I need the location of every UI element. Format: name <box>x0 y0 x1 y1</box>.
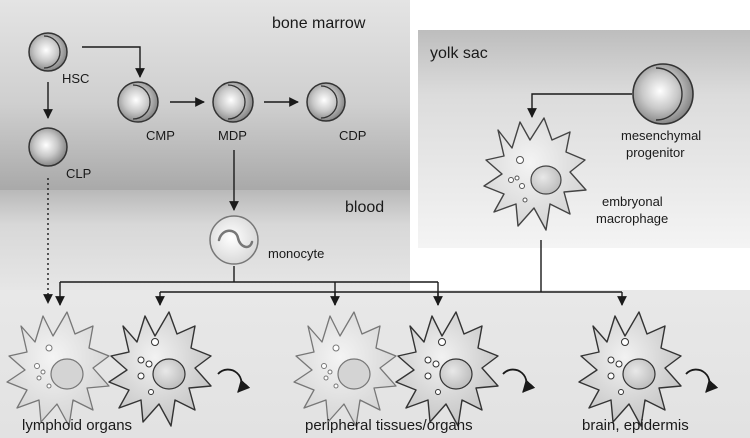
blood-label: blood <box>345 199 384 216</box>
blood-region <box>0 190 410 290</box>
mdp-cell <box>212 81 254 123</box>
self-renewal-arrow-brain <box>685 368 719 393</box>
monocyte-cell <box>209 215 259 265</box>
cmp-label: CMP <box>146 128 175 143</box>
arrow-mesenchymal-embryonal <box>527 93 632 118</box>
arrow-hsc-cmp <box>82 46 145 78</box>
self-renewal-arrow-lymphoid <box>217 368 251 393</box>
mdp-label: MDP <box>218 128 247 143</box>
lymphoid-organs-label: lymphoid organs <box>22 417 132 434</box>
embryonal-label-line1: embryonal <box>602 194 663 209</box>
yolk-sac-region <box>418 30 750 248</box>
peripheral-tissues-label: peripheral tissues/organs <box>305 417 473 434</box>
cmp-cell <box>117 81 159 123</box>
yolk-sac-label: yolk sac <box>430 45 488 62</box>
macrophage-lymphoid-dark <box>108 311 212 427</box>
cdp-cell <box>306 82 346 122</box>
mesenchymal-progenitor-cell <box>632 63 694 125</box>
clp-cell <box>28 127 68 167</box>
monocyte-label: monocyte <box>268 246 324 261</box>
self-renewal-arrow-peripheral <box>502 368 536 393</box>
cdp-label: CDP <box>339 128 366 143</box>
macrophage-lymphoid-light <box>6 311 110 427</box>
clp-label: CLP <box>66 166 91 181</box>
macrophage-peripheral-dark <box>395 311 499 427</box>
macrophage-peripheral-light <box>293 311 397 427</box>
mesenchymal-label-line1: mesenchymal <box>621 128 701 143</box>
embryonal-macrophage-cell <box>483 117 587 231</box>
hsc-cell <box>28 32 68 72</box>
mesenchymal-label-line2: progenitor <box>626 145 685 160</box>
embryonal-label-line2: macrophage <box>596 211 668 226</box>
brain-epidermis-label: brain, epidermis <box>582 417 689 434</box>
bone-marrow-label: bone marrow <box>272 15 366 32</box>
hsc-label: HSC <box>62 71 89 86</box>
macrophage-brain-dark <box>578 311 682 427</box>
